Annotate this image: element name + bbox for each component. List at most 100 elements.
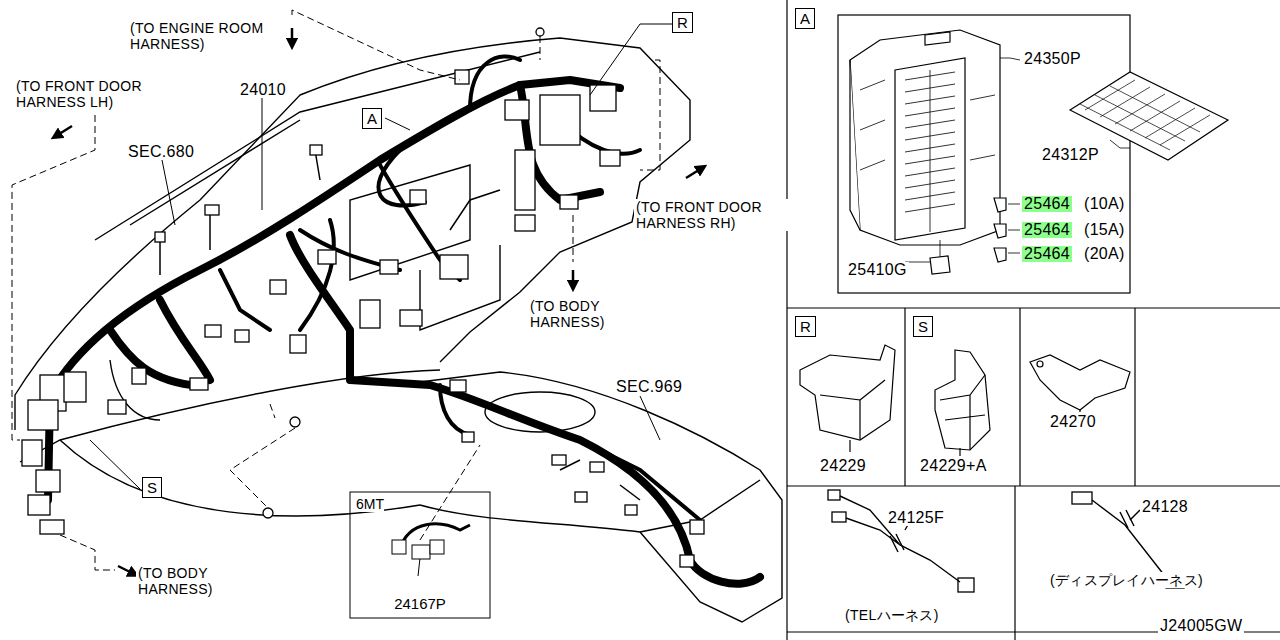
harness-note: (TO FRONT DOOR HARNESS LH) xyxy=(14,78,168,110)
drawing-line xyxy=(505,100,529,120)
drawing-line xyxy=(1019,308,1020,486)
drawing-line xyxy=(290,417,300,427)
drawing-line xyxy=(786,0,787,640)
part-number: 25464 xyxy=(1022,196,1072,212)
drawing-line xyxy=(60,440,420,516)
drawing-line xyxy=(1085,80,1210,145)
harness-note: (TO ENGINE ROOM HARNESS) xyxy=(128,20,282,52)
drawing-line xyxy=(160,150,640,500)
drawing-line xyxy=(1080,86,1200,150)
drawing-line xyxy=(840,496,960,582)
drawing-line xyxy=(540,36,541,60)
drawing-line xyxy=(994,198,1006,212)
drawing-line xyxy=(820,395,860,440)
drawing-line xyxy=(849,440,850,452)
drawing-code: J24005GW xyxy=(1158,618,1244,634)
harness-note: (TO BODY HARNESS) xyxy=(136,565,244,597)
drawing-line xyxy=(925,32,950,45)
drawing-line xyxy=(600,450,700,520)
drawing-line xyxy=(450,190,500,230)
drawing-line xyxy=(1079,410,1080,412)
drawing-line xyxy=(1110,140,1130,148)
drawing-line xyxy=(263,28,544,518)
harness-note: (ディスプレイハーネス) xyxy=(1048,572,1205,588)
drawing-line xyxy=(590,24,672,95)
drawing-line xyxy=(600,150,620,166)
drawing-line xyxy=(1000,58,1020,60)
drawing-line xyxy=(787,485,1280,486)
drawing-line xyxy=(262,98,263,210)
drawing-line xyxy=(590,462,604,472)
drawing-line xyxy=(1030,355,1130,412)
drawing-line xyxy=(940,375,985,450)
drawing-line xyxy=(930,70,931,232)
part-number: 25410G xyxy=(846,262,909,278)
node-label: R xyxy=(677,13,688,32)
drawing-line xyxy=(860,80,995,170)
drawing-line xyxy=(130,120,300,225)
drawing-line xyxy=(50,80,620,395)
drawing-line xyxy=(640,396,660,440)
drawing-line xyxy=(378,150,425,205)
callout-box: S xyxy=(142,477,162,498)
part-number: 25464 xyxy=(1022,222,1072,238)
harness-note: (TELハーネス) xyxy=(843,607,941,623)
section-ref: SEC.969 xyxy=(614,379,684,395)
drawing-line xyxy=(840,496,1168,582)
drawing-line xyxy=(890,534,904,552)
drawing-line xyxy=(230,428,295,508)
drawing-line xyxy=(412,545,430,559)
node-label: A xyxy=(795,8,815,29)
drawing-line xyxy=(40,520,64,534)
callout-box: R xyxy=(672,12,693,33)
drawing-line xyxy=(450,380,466,392)
drawing-line xyxy=(620,485,640,500)
drawing-line xyxy=(680,555,694,567)
drawing-line xyxy=(905,262,930,263)
drawing-line xyxy=(787,0,1280,640)
drawing-line xyxy=(1037,361,1043,367)
node-label: A xyxy=(367,109,377,128)
drawing-line xyxy=(440,255,468,279)
part-number: 24125F xyxy=(886,510,946,526)
drawing-line xyxy=(959,448,960,456)
drawing-line xyxy=(300,220,334,330)
drawing-line xyxy=(540,95,580,145)
drawing-line xyxy=(462,432,474,442)
drawing-line xyxy=(515,215,535,231)
drawing-line xyxy=(572,270,575,286)
fuse-rating: (15A) xyxy=(1082,222,1127,238)
drawing-line xyxy=(12,115,95,440)
drawing-line xyxy=(1080,80,1210,150)
drawing-line xyxy=(162,160,175,225)
drawing-line xyxy=(430,540,444,554)
drawing-line xyxy=(1008,204,1020,253)
drawing-line xyxy=(132,368,146,384)
drawing-line xyxy=(310,145,322,155)
harness-note: (TO BODY HARNESS) xyxy=(528,298,636,330)
drawing-line xyxy=(930,256,950,274)
drawing-line xyxy=(904,308,905,486)
drawing-line xyxy=(235,330,249,342)
part-number: 24010 xyxy=(238,82,288,98)
drawing-line xyxy=(270,404,275,418)
drawing-line xyxy=(36,470,60,492)
node-label: 6MT xyxy=(356,496,384,512)
drawing-line xyxy=(1030,355,1130,410)
drawing-line xyxy=(787,307,1280,308)
drawing-line xyxy=(552,455,566,465)
harness-note: (TO FRONT DOOR HARNESS RH) xyxy=(634,199,798,231)
drawing-line xyxy=(515,150,535,210)
part-number: 25464 xyxy=(1022,246,1072,262)
fuse-rating: (20A) xyxy=(1082,246,1127,262)
drawing-line xyxy=(12,10,660,570)
drawing-line xyxy=(64,372,86,402)
drawing-line xyxy=(155,232,165,242)
drawing-line xyxy=(400,310,422,326)
node-label: S xyxy=(147,478,157,497)
drawing-line xyxy=(90,24,672,576)
drawing-line xyxy=(940,240,941,258)
fuse-rating: (10A) xyxy=(1082,196,1127,212)
